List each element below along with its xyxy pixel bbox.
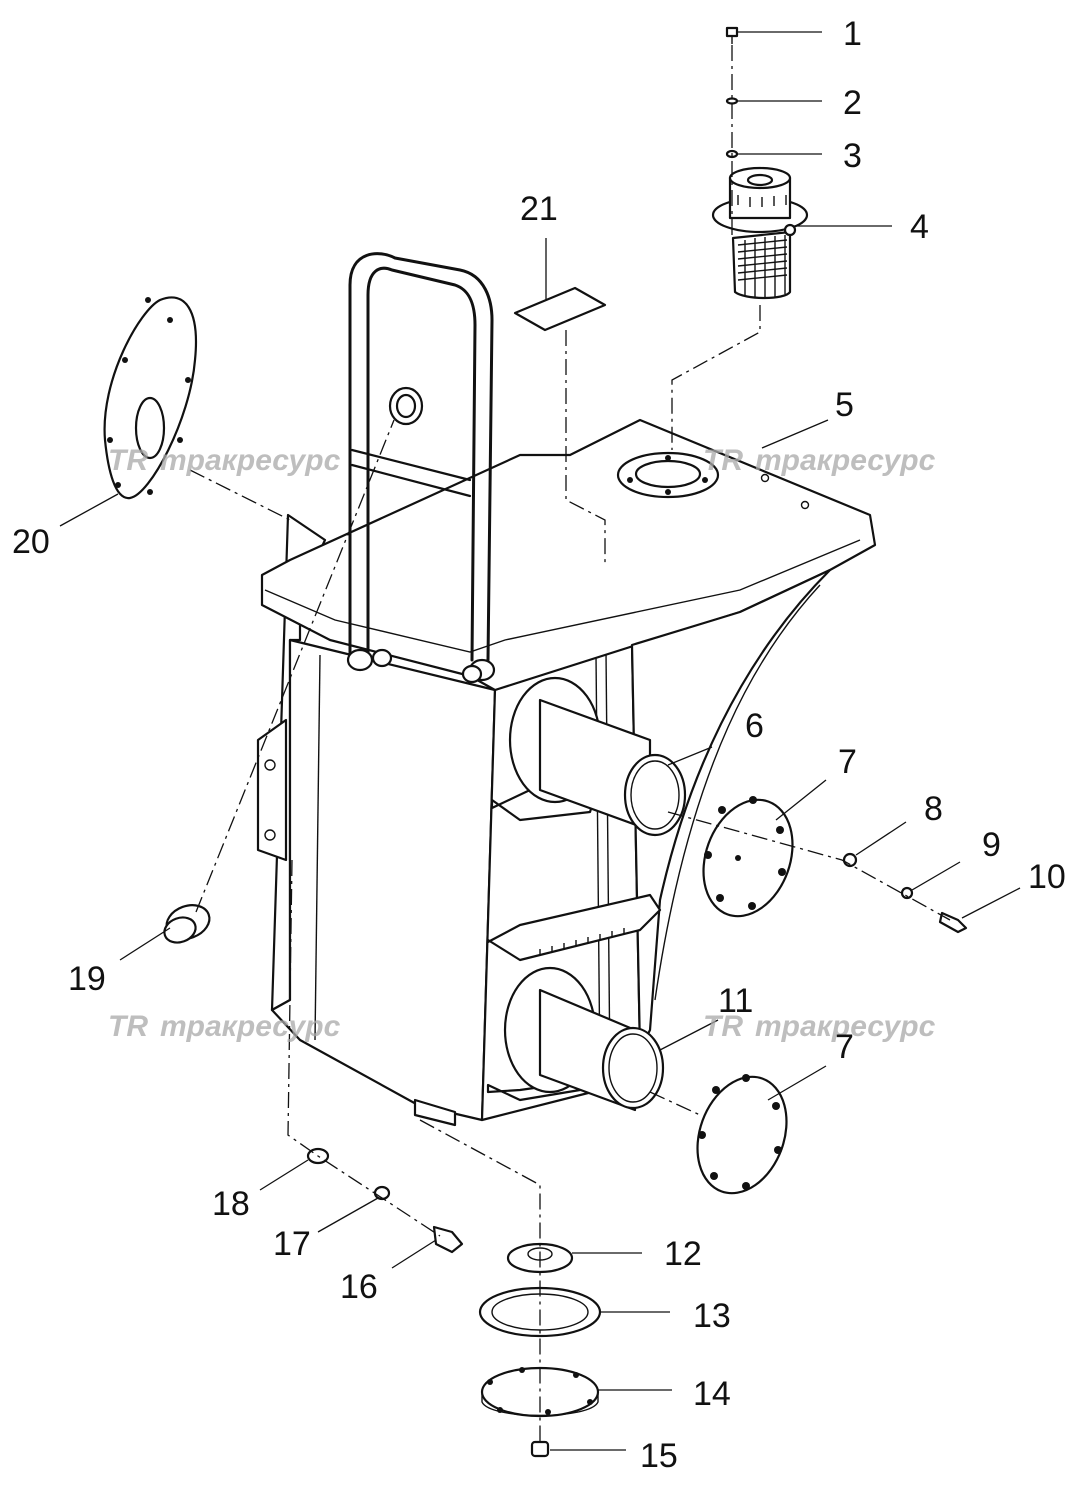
callout-1: 1 (843, 15, 862, 53)
breather-filter (711, 166, 809, 300)
watermark-text: тракресурс (160, 1010, 341, 1043)
lower-tube (503, 966, 665, 1112)
callout-15: 15 (640, 1437, 678, 1475)
callout-9: 9 (982, 826, 1001, 864)
watermark-text: тракресурс (755, 1010, 936, 1043)
callout-20: 20 (12, 523, 50, 561)
leader-lines (59, 31, 1021, 1451)
callout-12: 12 (664, 1235, 702, 1273)
plug (163, 904, 211, 944)
callout-10: 10 (1028, 858, 1066, 896)
callout-17: 17 (273, 1225, 311, 1263)
watermark-logo: TR (108, 1010, 148, 1043)
screw-and-washers (725, 26, 739, 159)
callout-labels: 1 2 3 4 5 6 7 7 8 9 10 11 12 13 14 15 16… (12, 15, 1066, 1475)
callout-14: 14 (693, 1375, 731, 1413)
watermark-text: тракресурс (755, 444, 936, 477)
callout-6: 6 (745, 707, 764, 745)
callout-5: 5 (835, 386, 854, 424)
cover-flange-20 (103, 296, 197, 500)
watermark-logo: TR (108, 444, 148, 477)
callout-11: 11 (718, 982, 753, 1020)
callout-3: 3 (843, 137, 862, 175)
callout-8: 8 (924, 790, 943, 828)
callout-18: 18 (212, 1185, 250, 1223)
callout-13: 13 (693, 1297, 731, 1335)
callout-7-upper: 7 (838, 743, 857, 781)
callout-16: 16 (340, 1268, 378, 1306)
callout-19: 19 (68, 960, 106, 998)
callout-7-lower: 7 (835, 1028, 854, 1066)
handle-bar (346, 252, 496, 684)
upper-tube (508, 676, 687, 837)
watermark-logo: TR (703, 1010, 743, 1043)
label-plate (513, 286, 607, 332)
cover-plate-upper (702, 796, 794, 918)
watermark-text: тракресурс (160, 444, 341, 477)
callout-2: 2 (843, 84, 862, 122)
assembly-lines (189, 45, 951, 1442)
cover-plate-lower (696, 1074, 788, 1195)
callout-21: 21 (520, 190, 558, 228)
callout-4: 4 (910, 208, 929, 246)
watermark-group: TR тракресурс TR тракресурс TR тракресур… (108, 444, 936, 1043)
watermark-logo: TR (703, 444, 743, 477)
